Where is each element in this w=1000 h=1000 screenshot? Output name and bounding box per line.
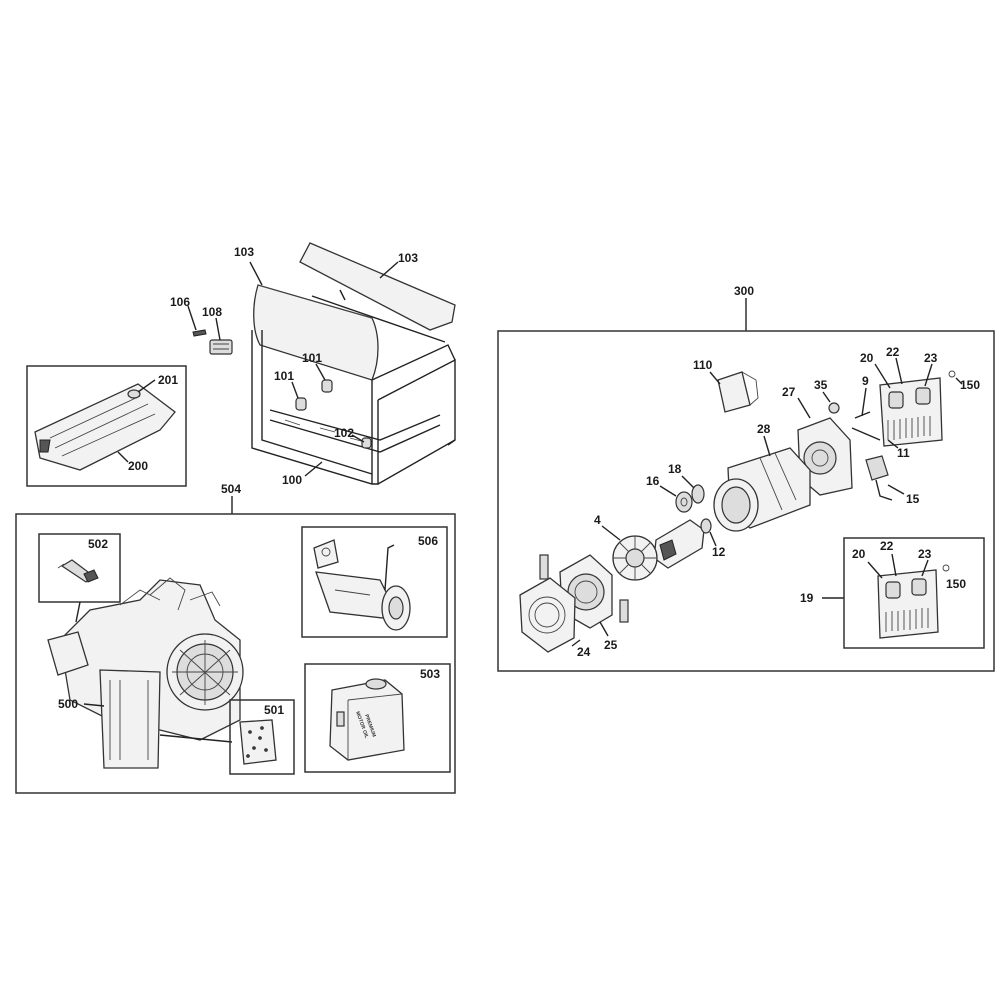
part-label-501: 501	[264, 703, 284, 717]
frame-leader-lines	[187, 261, 399, 477]
kit-box-200	[26, 365, 187, 487]
part-label-20-top: 20	[860, 351, 874, 365]
part-label-16: 16	[646, 474, 660, 488]
stator-28	[713, 447, 811, 532]
part-label-110: 110	[693, 358, 713, 372]
kit-box-506	[301, 526, 448, 638]
part-label-9: 9	[862, 374, 869, 388]
part-label-101-right: 101	[302, 351, 322, 365]
part-label-504: 504	[221, 482, 241, 496]
part-label-12: 12	[712, 545, 726, 559]
part-label-23-box19: 23	[918, 547, 932, 561]
part-label-201: 201	[158, 373, 178, 387]
spark-plug-502	[57, 559, 99, 583]
part-label-24: 24	[577, 645, 591, 659]
oil-bottle-503: PREMIUM MOTOR OIL	[329, 678, 405, 761]
part-label-108: 108	[202, 305, 222, 319]
part-label-103-left: 103	[234, 245, 254, 259]
part-label-28: 28	[757, 422, 771, 436]
part-label-4: 4	[594, 513, 601, 527]
tray-200	[34, 383, 176, 471]
part-label-23-top: 23	[924, 351, 938, 365]
part-label-27: 27	[782, 385, 796, 399]
air-filter-501	[239, 719, 277, 765]
engine-500	[47, 577, 244, 769]
nut-35	[828, 402, 840, 414]
plug-15	[865, 455, 893, 501]
part-label-503: 503	[420, 667, 440, 681]
part-label-22-top: 22	[886, 345, 900, 359]
part-label-19: 19	[800, 591, 814, 605]
kit-box-504	[15, 513, 456, 794]
control-box-110	[717, 371, 759, 413]
fan-4	[612, 535, 658, 581]
part-label-102: 102	[334, 426, 354, 440]
kit-box-501	[229, 699, 295, 775]
part-label-35: 35	[814, 378, 828, 392]
part-label-150-box19: 150	[946, 577, 966, 591]
control-panel-19	[877, 569, 939, 639]
part-label-20-box19: 20	[852, 547, 866, 561]
part-label-11: 11	[897, 446, 910, 460]
part-label-150-top: 150	[960, 378, 980, 392]
muffler-506	[313, 539, 411, 631]
part-label-106: 106	[170, 295, 190, 309]
bearing-18	[691, 484, 705, 504]
part-label-22-box19: 22	[880, 539, 894, 553]
part-label-15: 15	[906, 492, 920, 506]
frame-assembly	[192, 242, 456, 485]
rotor-assembly	[653, 518, 712, 569]
part-label-502: 502	[88, 537, 108, 551]
kit-box-503	[304, 663, 451, 773]
part-label-101-left: 101	[274, 369, 294, 383]
part-label-100: 100	[282, 473, 302, 487]
part-label-300: 300	[734, 284, 754, 298]
part-label-25: 25	[604, 638, 618, 652]
part-label-103-right: 103	[398, 251, 418, 265]
part-label-506: 506	[418, 534, 438, 548]
control-panel-top	[879, 377, 943, 447]
kit-box-19	[843, 537, 985, 649]
part-label-200: 200	[128, 459, 148, 473]
part-label-18: 18	[668, 462, 682, 476]
gasket-24	[519, 577, 576, 653]
part-label-500: 500	[58, 697, 78, 711]
kit-box-300	[497, 330, 995, 672]
bearing-16	[675, 491, 693, 513]
